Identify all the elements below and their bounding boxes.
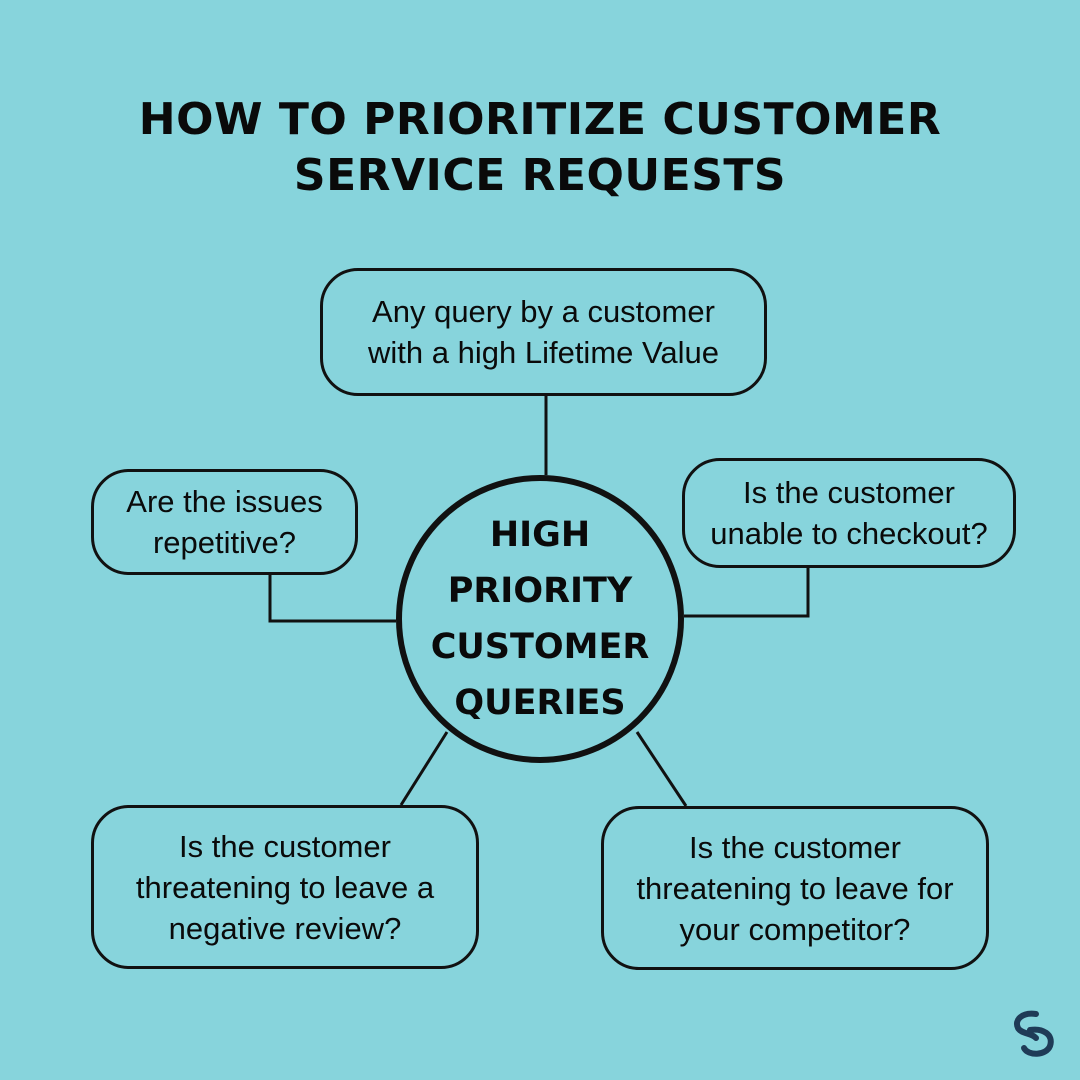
center-circle: HIGH PRIORITY CUSTOMER QUERIES xyxy=(396,475,684,763)
node-negative-review: Is the customer threatening to leave a n… xyxy=(91,805,479,969)
node-repetitive-issues: Are the issues repetitive? xyxy=(91,469,358,575)
node-text: Any query by a customer with a high Life… xyxy=(368,294,719,370)
center-label: HIGH PRIORITY CUSTOMER QUERIES xyxy=(430,515,650,723)
node-text: Is the customer threatening to leave a n… xyxy=(135,828,435,946)
connector-left xyxy=(268,574,396,623)
node-high-lifetime-value: Any query by a customer with a high Life… xyxy=(320,268,767,396)
connector-bottom-right xyxy=(635,731,688,807)
node-text: Are the issues repetitive? xyxy=(126,484,323,560)
node-leave-for-competitor: Is the customer threatening to leave for… xyxy=(601,806,989,970)
connector-bottom-left xyxy=(399,731,449,806)
connector-right xyxy=(684,568,810,618)
node-unable-to-checkout: Is the customer unable to checkout? xyxy=(682,458,1016,568)
brand-logo-icon xyxy=(1014,1010,1054,1057)
node-text: Is the customer threatening to leave for… xyxy=(636,829,954,947)
node-text: Is the customer unable to checkout? xyxy=(710,475,988,551)
page-title: HOW TO PRIORITIZE CUSTOMER SERVICE REQUE… xyxy=(138,94,942,201)
